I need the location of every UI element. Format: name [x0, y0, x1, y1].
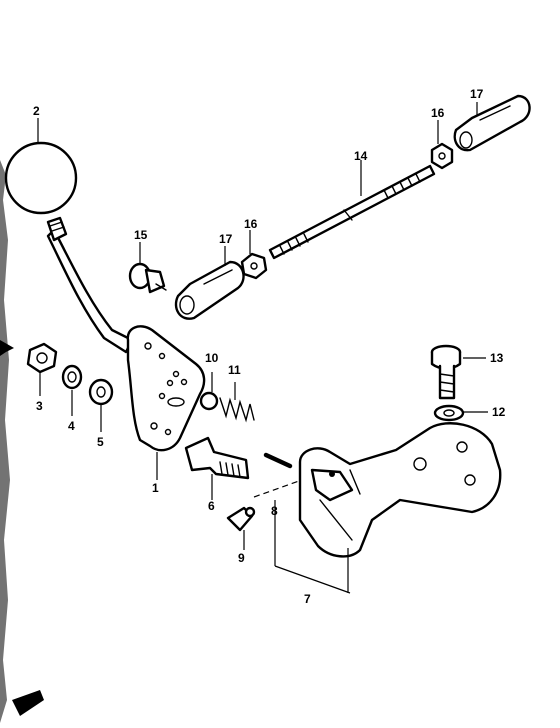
leader-lines [37, 102, 488, 594]
label-part-17-right: 17 [470, 87, 484, 101]
label-part-7: 7 [304, 592, 311, 606]
washer-12 [433, 404, 465, 422]
label-part-3: 3 [36, 399, 43, 413]
pin-8 [253, 452, 331, 498]
rod-end-17-left [174, 260, 245, 320]
scan-edge [0, 160, 44, 723]
lever-plate [126, 325, 206, 452]
label-part-11: 11 [228, 363, 241, 377]
bolt-15 [128, 262, 167, 294]
label-part-12: 12 [492, 405, 506, 419]
nut-3 [26, 342, 58, 374]
label-part-5: 5 [97, 435, 104, 449]
spring-11 [219, 397, 255, 423]
grease-nipple-9 [226, 506, 256, 532]
nut-16-right [430, 142, 454, 170]
label-part-4: 4 [68, 419, 75, 433]
label-part-14: 14 [354, 149, 368, 163]
washer-5 [88, 378, 114, 406]
part-labels: 2 15 17 16 14 16 17 3 4 5 1 10 11 6 9 8 … [33, 87, 506, 606]
label-part-9: 9 [238, 551, 245, 565]
label-part-6: 6 [208, 499, 215, 513]
label-part-16-left: 16 [244, 217, 258, 231]
knob-ball [4, 141, 78, 215]
label-part-1: 1 [152, 481, 159, 495]
detent-ball-10 [199, 391, 219, 411]
label-part-13: 13 [490, 351, 504, 365]
nut-16-left [240, 252, 268, 280]
rod-end-17-right [453, 94, 531, 152]
label-part-16-right: 16 [431, 106, 445, 120]
label-part-8: 8 [271, 504, 278, 518]
bracket-7 [298, 422, 502, 558]
lock-washer-4 [61, 364, 83, 390]
label-part-10: 10 [205, 351, 219, 365]
label-part-17-left: 17 [219, 232, 233, 246]
stud-bolt-6 [184, 436, 250, 480]
label-part-2: 2 [33, 104, 40, 118]
label-part-15: 15 [134, 228, 148, 242]
threaded-rod-14 [268, 164, 436, 260]
bolt-13 [430, 344, 462, 400]
shift-lever-rod [46, 216, 134, 354]
